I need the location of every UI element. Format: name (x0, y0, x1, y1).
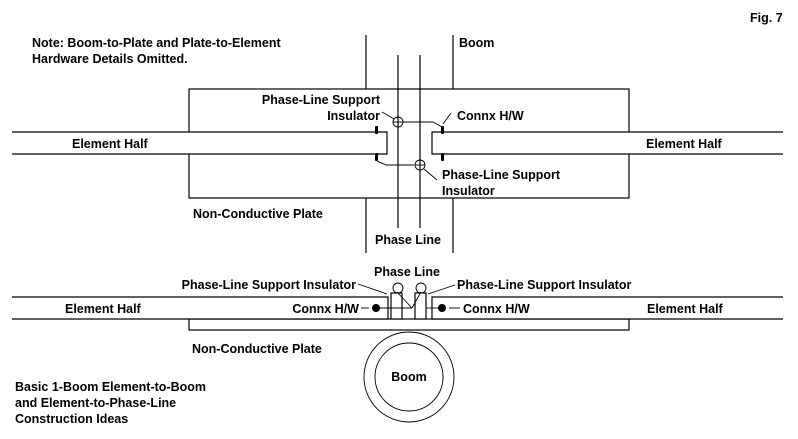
insulator-lower-label-2: Insulator (442, 184, 495, 198)
insulator-upper (392, 116, 404, 128)
plate-label: Non-Conductive Plate (193, 207, 323, 221)
element-half-left (12, 131, 388, 155)
side-phase-line-right (415, 282, 427, 294)
figure-label: Fig. 7 (750, 11, 783, 25)
caption-line-3: Construction Ideas (15, 412, 128, 426)
insulator-lower (414, 159, 426, 171)
leader-insulator-upper (381, 111, 395, 120)
element-half-right-label: Element Half (646, 137, 723, 151)
side-phase-line-left (392, 282, 404, 294)
note-line-2: Hardware Details Omitted. (32, 52, 188, 66)
jumper-lower (376, 160, 414, 166)
insulator-upper-label-2: Insulator (327, 109, 380, 123)
boom-label: Boom (459, 36, 494, 50)
top-view: Boom Non-Conductive Plate Phase Line Ele… (12, 35, 783, 253)
element-half-left-label: Element Half (72, 137, 149, 151)
side-plate-label: Non-Conductive Plate (192, 342, 322, 356)
note-line-1: Note: Boom-to-Plate and Plate-to-Element (32, 36, 281, 50)
side-jumper-cross-1 (396, 291, 413, 309)
boom-inner-circle (374, 342, 444, 412)
connx-label: Connx H/W (457, 109, 524, 123)
side-view: Non-Conductive Plate Element Half Elemen… (12, 265, 783, 423)
leader-insulator-lower (423, 168, 438, 181)
side-plate (188, 318, 630, 331)
phase-line-label: Phase Line (375, 233, 441, 247)
side-phase-line-label: Phase Line (374, 265, 440, 279)
side-element-half-left-label: Element Half (65, 302, 142, 316)
connx-hw-left-upper (375, 126, 378, 134)
connx-hw-right-upper (441, 126, 444, 134)
side-connx-right-label: Connx H/W (463, 302, 530, 316)
side-leader-insulator-right (427, 284, 456, 295)
insulator-upper-label-1: Phase-Line Support (262, 93, 381, 107)
side-insulator-post-left (390, 292, 403, 320)
side-connx-hw-right (438, 304, 446, 312)
element-half-right (431, 131, 783, 155)
side-leader-insulator-left (357, 283, 388, 295)
side-insulator-post-right (414, 292, 427, 320)
insulator-lower-label-1: Phase-Line Support (442, 168, 561, 182)
connx-hw-right-lower (441, 153, 444, 161)
caption-line-1: Basic 1-Boom Element-to-Boom (15, 380, 206, 394)
side-insulator-right-label: Phase-Line Support Insulator (457, 278, 631, 292)
side-insulator-left-label: Phase-Line Support Insulator (182, 278, 356, 292)
boom-outer-circle (363, 331, 455, 423)
side-connx-left-label: Connx H/W (292, 302, 359, 316)
caption-line-2: and Element-to-Phase-Line (15, 396, 176, 410)
side-element-half-right-label: Element Half (647, 302, 724, 316)
side-jumper-cross-2 (411, 291, 422, 309)
side-connx-hw-left (372, 304, 380, 312)
connx-hw-left-lower (375, 153, 378, 161)
side-boom-label: Boom (391, 370, 426, 384)
jumper-upper (403, 121, 443, 128)
leader-connx (442, 112, 452, 125)
